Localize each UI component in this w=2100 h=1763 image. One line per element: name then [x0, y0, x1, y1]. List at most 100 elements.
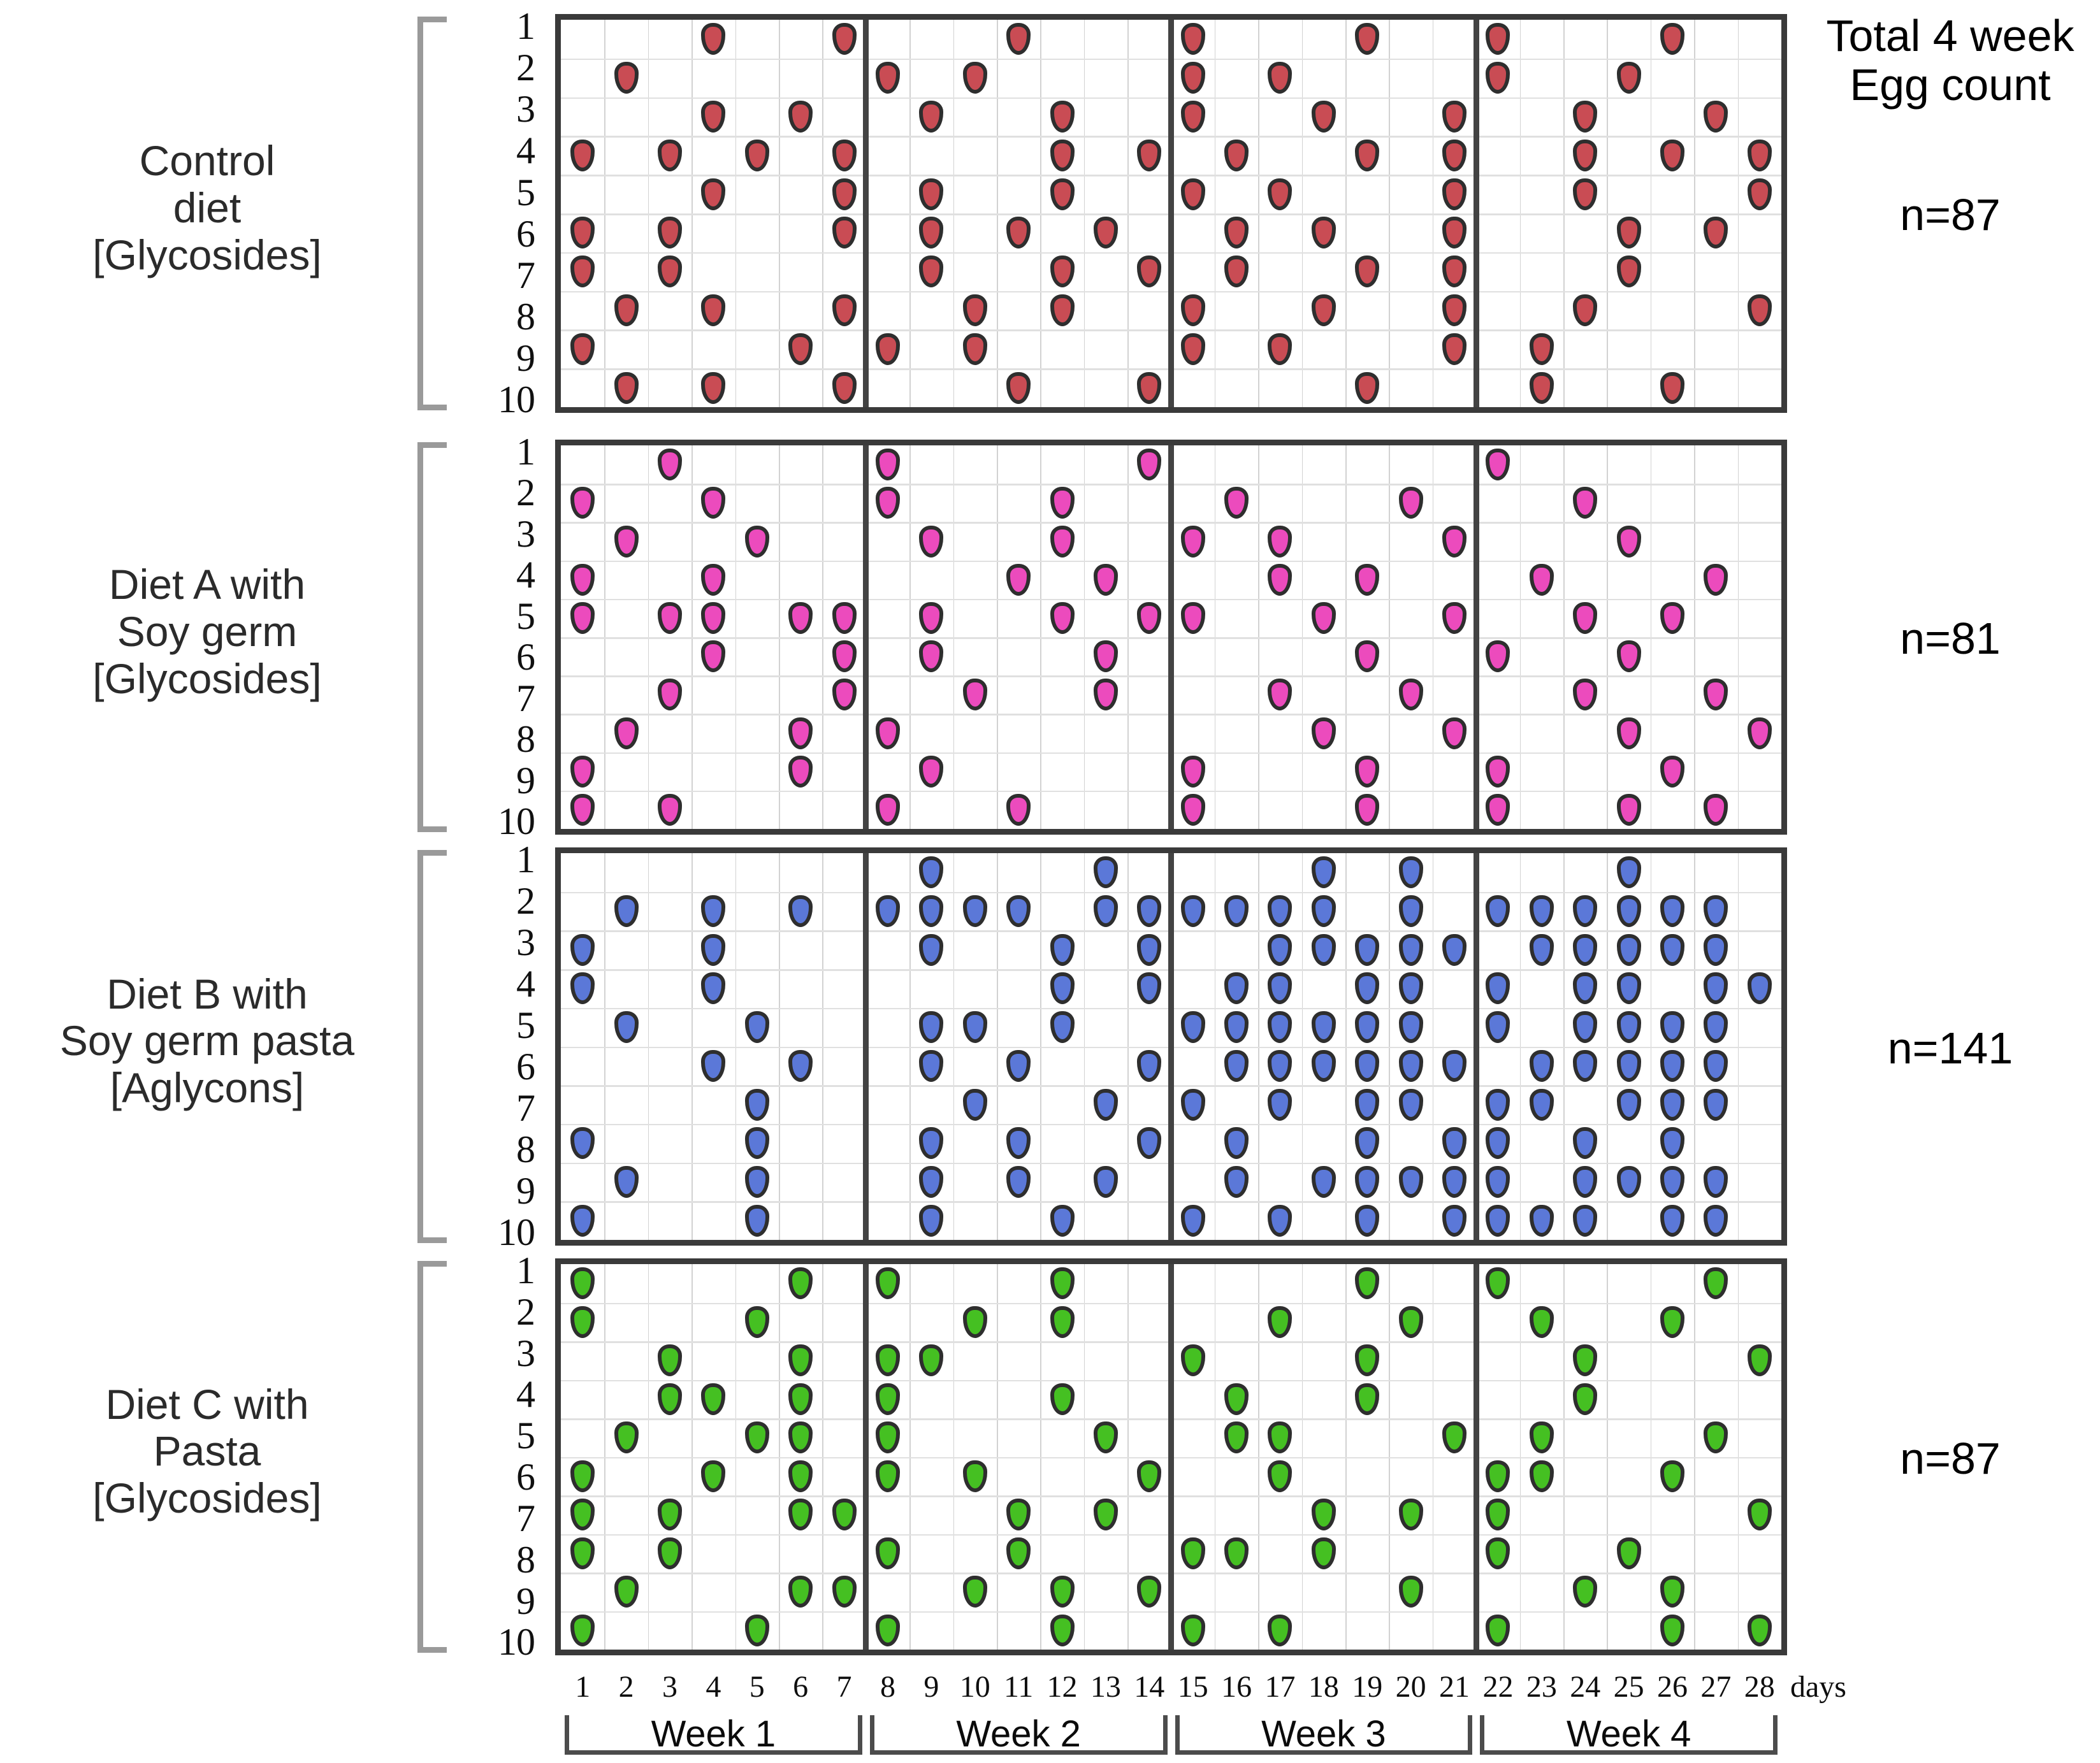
egg-marker [1355, 1267, 1380, 1300]
day-tick-label: 5 [749, 1670, 765, 1704]
week-divider [1168, 1264, 1174, 1650]
row-number: 7 [516, 254, 535, 296]
egg-marker [1050, 933, 1075, 966]
egg-marker [1137, 371, 1162, 404]
egg-marker [1486, 1127, 1510, 1160]
egg-marker [1006, 1165, 1031, 1198]
egg-marker [744, 1614, 769, 1646]
egg-marker [1180, 1204, 1205, 1237]
plot-grid-3 [561, 853, 1781, 1240]
diet-label-line: Diet B with [106, 970, 308, 1018]
row-number: 9 [516, 337, 535, 380]
egg-marker [1660, 1049, 1685, 1082]
egg-marker [701, 101, 726, 133]
egg-marker [1180, 333, 1205, 365]
egg-marker [1050, 601, 1075, 634]
egg-marker [1573, 679, 1598, 711]
egg-marker [1660, 601, 1685, 634]
diet-label-line: Diet A with [108, 561, 306, 608]
egg-marker [832, 679, 857, 711]
egg-marker [1486, 1614, 1510, 1646]
egg-marker [1137, 1127, 1162, 1160]
day-tick-label: 15 [1177, 1670, 1208, 1704]
egg-marker [919, 1344, 944, 1377]
egg-marker [1660, 139, 1685, 171]
day-tick-label: 19 [1352, 1670, 1383, 1704]
egg-marker [1355, 1127, 1380, 1160]
diet-label-line: Pasta [153, 1427, 261, 1475]
egg-marker [1311, 101, 1336, 133]
day-tick-label: 22 [1482, 1670, 1514, 1704]
egg-marker [1180, 178, 1205, 210]
egg-marker [1224, 1049, 1249, 1082]
row-number: 9 [516, 1580, 535, 1622]
egg-marker [919, 1011, 944, 1044]
egg-marker [1747, 972, 1772, 1005]
day-tick-label: 18 [1308, 1670, 1339, 1704]
day-tick-label: 7 [836, 1670, 852, 1704]
sample-size-4: n=87 [1900, 1433, 2001, 1483]
egg-marker [1268, 1306, 1293, 1338]
egg-marker [1268, 1049, 1293, 1082]
row-number: 6 [516, 636, 535, 679]
egg-marker [657, 139, 682, 171]
week-label-3: Week 3 [1261, 1713, 1386, 1755]
egg-marker [1180, 525, 1205, 558]
egg-marker [614, 371, 639, 404]
egg-marker [1398, 1011, 1423, 1044]
week-divider [1473, 853, 1479, 1240]
egg-marker [788, 1421, 813, 1454]
egg-marker [1355, 933, 1380, 966]
egg-marker [1355, 371, 1380, 404]
egg-marker [1704, 933, 1728, 966]
egg-marker [788, 717, 813, 749]
egg-marker [570, 487, 595, 519]
egg-marker [919, 1049, 944, 1082]
week-divider [1168, 445, 1174, 829]
egg-marker [570, 755, 595, 788]
day-tick-label: 4 [706, 1670, 721, 1704]
egg-marker [1311, 1049, 1336, 1082]
diet-label-line: Control [139, 137, 275, 184]
egg-marker [657, 1537, 682, 1569]
egg-marker [962, 679, 987, 711]
egg-marker [1704, 1204, 1728, 1237]
row-number: 2 [516, 1290, 535, 1333]
day-tick-label: 27 [1700, 1670, 1732, 1704]
egg-marker [1616, 1049, 1641, 1082]
egg-marker [1398, 679, 1423, 711]
egg-marker [1660, 371, 1685, 404]
egg-marker [1704, 217, 1728, 249]
egg-marker [1529, 333, 1554, 365]
egg-marker [570, 217, 595, 249]
egg-marker [1224, 487, 1249, 519]
egg-marker [1050, 139, 1075, 171]
egg-marker [1268, 895, 1293, 928]
egg-marker [962, 62, 987, 94]
egg-marker [1137, 1460, 1162, 1492]
egg-marker [832, 178, 857, 210]
egg-marker [614, 294, 639, 326]
egg-marker [1573, 895, 1598, 928]
egg-marker [570, 1267, 595, 1300]
egg-marker [701, 640, 726, 673]
egg-marker [570, 793, 595, 826]
day-tick-label: 28 [1744, 1670, 1775, 1704]
plot-grid-4 [561, 1264, 1781, 1650]
egg-marker [1660, 1127, 1685, 1160]
row-number: 4 [516, 129, 535, 172]
egg-marker [1486, 972, 1510, 1005]
row-number: 2 [516, 880, 535, 923]
egg-marker [1486, 640, 1510, 673]
egg-marker [875, 487, 900, 519]
egg-marker [1442, 333, 1467, 365]
egg-marker [962, 1576, 987, 1608]
egg-marker [1224, 895, 1249, 928]
egg-marker [1747, 1614, 1772, 1646]
egg-marker [1137, 449, 1162, 481]
egg-marker [1747, 717, 1772, 749]
egg-marker [832, 601, 857, 634]
egg-marker [1006, 217, 1031, 249]
